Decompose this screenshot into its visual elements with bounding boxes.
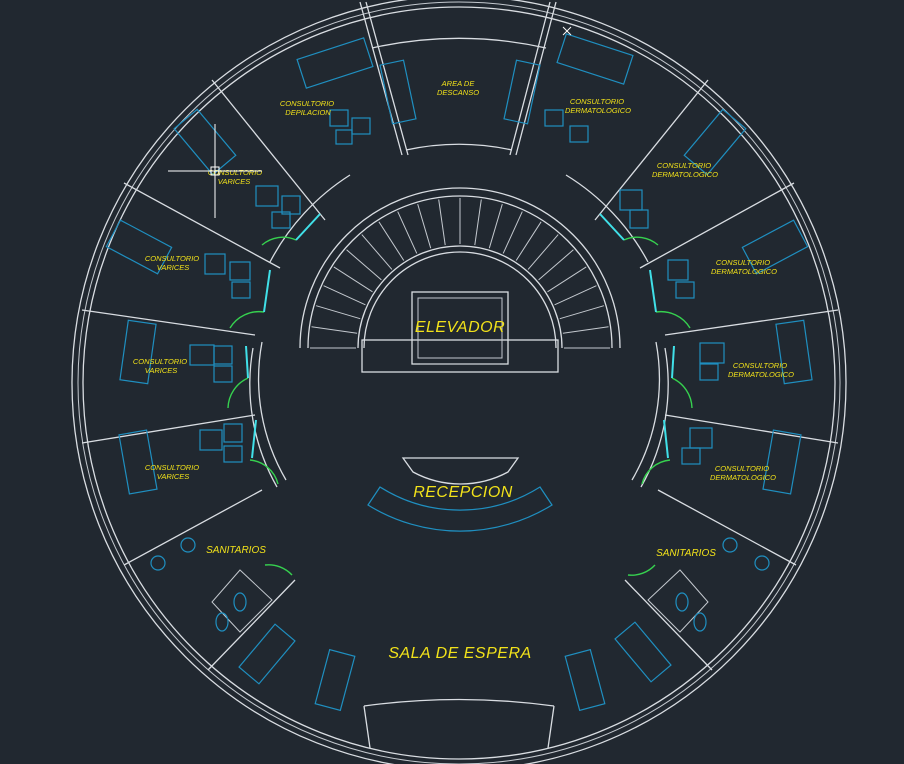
rest-area-label-line2: DESCANSO xyxy=(437,88,479,97)
room-label-dermatologico-3-line1: CONSULTORIO xyxy=(716,258,770,267)
stair-tread xyxy=(315,305,361,320)
stair-tread xyxy=(527,234,559,270)
room-label-dermatologico-2-line2: DERMATOLOGICO xyxy=(652,170,718,179)
stair-tread xyxy=(417,203,432,249)
waiting-room-label: SALA DE ESPERA xyxy=(388,645,531,662)
stair-tread xyxy=(333,266,373,293)
labels: CONSULTORIO DEPILACION CONSULTORIO VARIC… xyxy=(133,79,794,662)
room-label-dermatologico-1-line1: CONSULTORIO xyxy=(570,97,624,106)
room-label-sanitarios-left: SANITARIOS xyxy=(206,545,266,556)
stair-tread xyxy=(346,249,382,281)
inner-corridor-walls xyxy=(249,174,669,488)
room-label-varices-3-line2: VARICES xyxy=(145,366,178,375)
stair-tread xyxy=(323,285,366,306)
room-label-dermatologico-2-line1: CONSULTORIO xyxy=(657,161,711,170)
stair-tread xyxy=(547,266,587,293)
rest-area-label-line1: AREA DE xyxy=(441,79,476,88)
stair-tread xyxy=(488,203,503,249)
room-label-dermatologico-5-line1: CONSULTORIO xyxy=(715,464,769,473)
stair-tread xyxy=(361,234,393,270)
room-label-dermatologico-5-line2: DERMATOLOGICO xyxy=(710,473,776,482)
stair-tread xyxy=(378,221,405,261)
room-label-varices-4-line2: VARICES xyxy=(157,472,190,481)
stair-tread xyxy=(559,305,605,320)
stair-treads xyxy=(310,198,610,349)
cad-crosshair-cursor-icon[interactable] xyxy=(168,124,262,218)
furniture xyxy=(105,33,813,712)
room-dividers xyxy=(81,1,839,749)
room-label-varices-2-line1: CONSULTORIO xyxy=(145,254,199,263)
room-label-depilacion-line2: DEPILACION xyxy=(285,108,331,117)
doors xyxy=(227,213,693,576)
room-label-varices-1-line2: VARICES xyxy=(218,177,251,186)
stair-tread xyxy=(554,285,597,306)
room-label-dermatologico-4-line1: CONSULTORIO xyxy=(733,361,787,370)
room-label-varices-2-line2: VARICES xyxy=(157,263,190,272)
stair-tread xyxy=(562,326,609,334)
room-label-sanitarios-right: SANITARIOS xyxy=(656,548,716,559)
outer-walls xyxy=(71,0,847,764)
elevator-label: ELEVADOR xyxy=(415,319,505,336)
room-label-varices-3-line1: CONSULTORIO xyxy=(133,357,187,366)
stair-tread xyxy=(515,221,542,261)
room-label-varices-4-line1: CONSULTORIO xyxy=(145,463,199,472)
stair-tread xyxy=(502,211,523,254)
stair-tread xyxy=(397,211,418,254)
stair-tread xyxy=(474,199,482,246)
room-label-varices-1-line1: CONSULTORIO xyxy=(208,168,262,177)
room-label-dermatologico-4-line2: DERMATOLOGICO xyxy=(728,370,794,379)
room-label-dermatologico-3-line2: DERMATOLOGICO xyxy=(711,267,777,276)
room-label-depilacion-line1: CONSULTORIO xyxy=(280,99,334,108)
reception-desk xyxy=(367,457,553,532)
stair-tread xyxy=(438,199,446,246)
room-label-dermatologico-1-line2: DERMATOLOGICO xyxy=(565,106,631,115)
close-x-icon[interactable] xyxy=(562,26,572,36)
reception-label: RECEPCION xyxy=(413,484,513,501)
stair-tread xyxy=(538,249,574,281)
stair-tread xyxy=(311,326,358,334)
elevator-stair-block xyxy=(299,187,621,373)
